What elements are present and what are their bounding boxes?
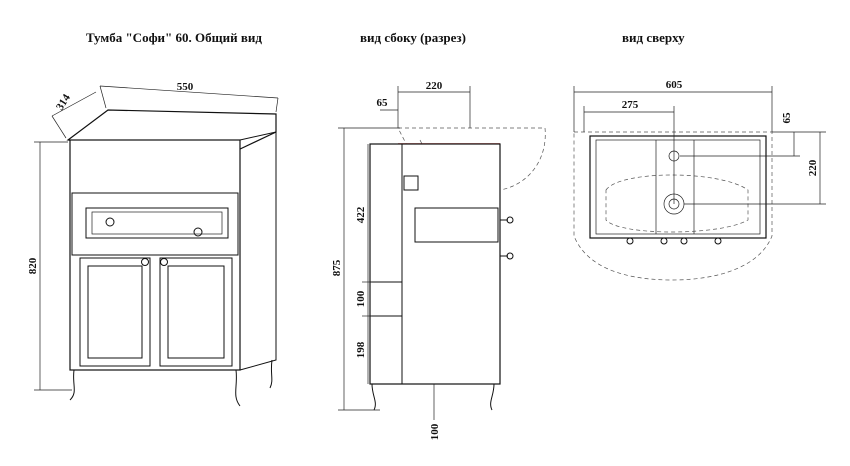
door-left-panel	[87, 265, 143, 359]
shelf-section	[369, 281, 403, 317]
dim-general-depth: 314	[54, 92, 73, 113]
drawer-frame	[71, 192, 239, 256]
dim-side-drawer: 100	[355, 290, 367, 307]
side-leg-left	[371, 383, 376, 411]
leg-front-right	[235, 369, 241, 407]
top-view: 605 275 65 220	[573, 79, 826, 281]
top-knob-1	[626, 237, 634, 245]
leg-front-left	[69, 369, 75, 401]
drawer-knob-left	[105, 217, 115, 227]
side-view-title: вид сбоку (разрез)	[360, 30, 466, 45]
side-view: 220 65 422 875 100 198 100	[331, 80, 546, 440]
door-left	[79, 257, 151, 367]
top-bowl	[605, 174, 749, 233]
dim-line-width	[99, 85, 279, 99]
dim-top-offset: 275	[622, 99, 639, 111]
drawer-section	[414, 207, 499, 243]
dim-side-upper: 422	[355, 206, 367, 223]
drawer-panel	[85, 207, 229, 239]
top-knob-3	[680, 237, 688, 245]
top-view-title: вид сверху	[622, 30, 685, 45]
drawer-knob-right	[193, 227, 203, 237]
side-body	[369, 143, 501, 385]
drawer-panel-inner	[91, 211, 223, 235]
door-knob-left	[141, 258, 149, 266]
dim-side-leg: 100	[429, 423, 441, 440]
side-leg-right	[490, 383, 495, 411]
dim-side-total: 875	[331, 259, 343, 276]
siphon-bracket	[403, 175, 419, 191]
top-cabinet-inner	[595, 139, 761, 235]
dim-side-lower: 198	[355, 341, 367, 358]
side-knob-upper	[506, 216, 514, 224]
dim-top-small: 65	[781, 112, 793, 124]
top-cabinet	[589, 135, 767, 239]
top-knob-2	[660, 237, 668, 245]
dim-line-depth	[51, 91, 97, 117]
cabinet-side	[239, 131, 277, 371]
dim-general-width: 550	[177, 81, 194, 93]
general-view-title: Тумба "Софи" 60. Общий вид	[86, 30, 262, 45]
dim-side-offset: 65	[377, 97, 389, 109]
side-knob-lower	[506, 252, 514, 260]
dim-general-height: 820	[27, 257, 39, 274]
door-right	[159, 257, 233, 367]
top-knob-4	[714, 237, 722, 245]
leg-back-right	[269, 359, 273, 389]
general-view: 550 314 820	[27, 81, 279, 407]
dim-side-depth: 220	[426, 80, 443, 92]
top-sink-outline	[573, 131, 773, 281]
dim-top-width: 605	[666, 79, 683, 91]
dim-top-depth: 220	[807, 159, 819, 176]
door-right-panel	[167, 265, 225, 359]
door-knob-right	[160, 258, 168, 266]
